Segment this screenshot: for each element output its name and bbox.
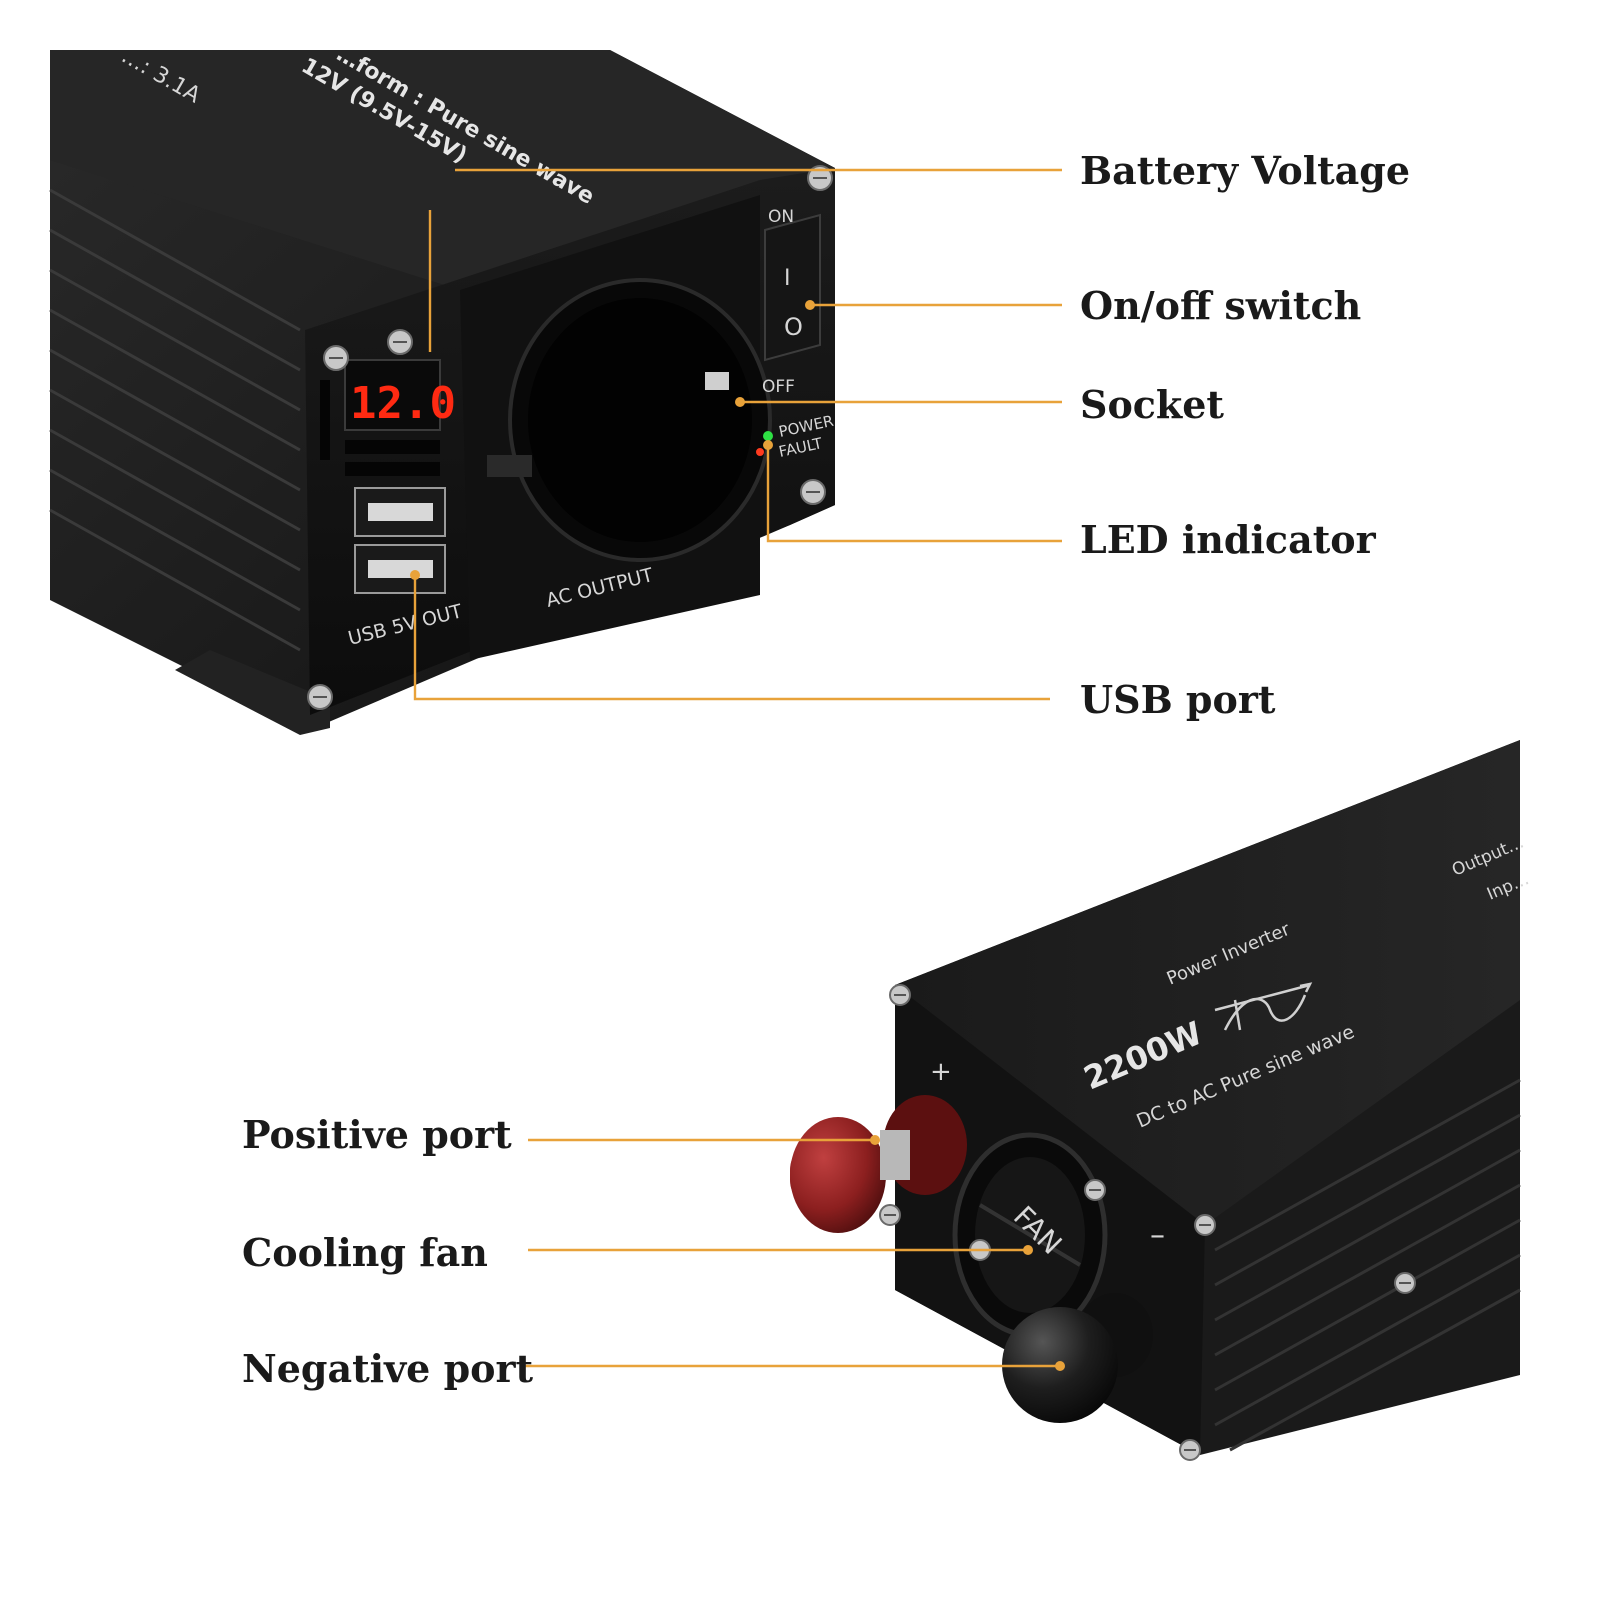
callout-cooling-fan: Cooling fan (242, 1230, 488, 1275)
led-power-dot (763, 431, 773, 441)
screw (1194, 1214, 1216, 1236)
screw (307, 684, 333, 710)
screw (323, 345, 349, 371)
leader-negative-port (524, 1361, 1065, 1371)
callout-battery-voltage: Battery Voltage (1080, 148, 1411, 193)
bottom-inverter-fins (1214, 1078, 1521, 1452)
ac-socket (487, 278, 772, 562)
screw (387, 329, 413, 355)
front-vents (320, 380, 440, 476)
callout-positive-port: Positive port (242, 1112, 512, 1157)
leader-onoff-switch (805, 300, 1062, 310)
leader-positive-port (528, 1135, 880, 1145)
led-fault-dot (756, 448, 764, 456)
switch-on-symbol: I (784, 266, 791, 291)
positive-mark: + (930, 1057, 952, 1087)
top-inverter-fins (49, 188, 301, 652)
top-screws (307, 165, 833, 710)
leader-battery-voltage (428, 168, 1062, 352)
screw (807, 165, 833, 191)
screw (889, 984, 911, 1006)
leader-led-indicator (763, 440, 1062, 543)
top-inverter: …: 3.1A …form : Pure sine wave 12V (9.5V… (49, 42, 835, 735)
leader-usb-port (410, 570, 1050, 701)
rocker-switch: ON I O OFF (762, 207, 821, 397)
top-inverter-mount-flange (175, 650, 330, 735)
voltage-display: 12.0 (344, 359, 456, 431)
screw (800, 479, 826, 505)
leader-socket (735, 397, 1062, 407)
switch-off-symbol: O (784, 313, 803, 341)
callout-negative-port: Negative port (242, 1346, 534, 1391)
leader-lines (410, 168, 1065, 1371)
leader-cooling-fan (528, 1245, 1033, 1255)
screw (1084, 1179, 1106, 1201)
callout-led-indicator: LED indicator (1080, 517, 1376, 562)
switch-on-label: ON (768, 207, 794, 227)
bottom-inverter: Power Inverter 2200W DC to AC Pure sine … (790, 740, 1532, 1461)
callout-onoff-switch: On/off switch (1080, 283, 1362, 328)
screw (1179, 1439, 1201, 1461)
callout-usb-port: USB port (1080, 677, 1276, 722)
positive-terminal (790, 1095, 967, 1233)
negative-mark: – (1150, 1218, 1165, 1253)
bottom-inverter-top-face (895, 740, 1520, 1225)
voltage-display-digits: 12.0 (350, 378, 456, 429)
cooling-fan-grill: FAN (952, 1132, 1108, 1338)
screw (879, 1204, 901, 1226)
switch-off-label: OFF (762, 377, 795, 397)
callout-socket: Socket (1080, 382, 1224, 427)
sine-wave-logo (1214, 982, 1313, 1031)
screw (1394, 1272, 1416, 1294)
